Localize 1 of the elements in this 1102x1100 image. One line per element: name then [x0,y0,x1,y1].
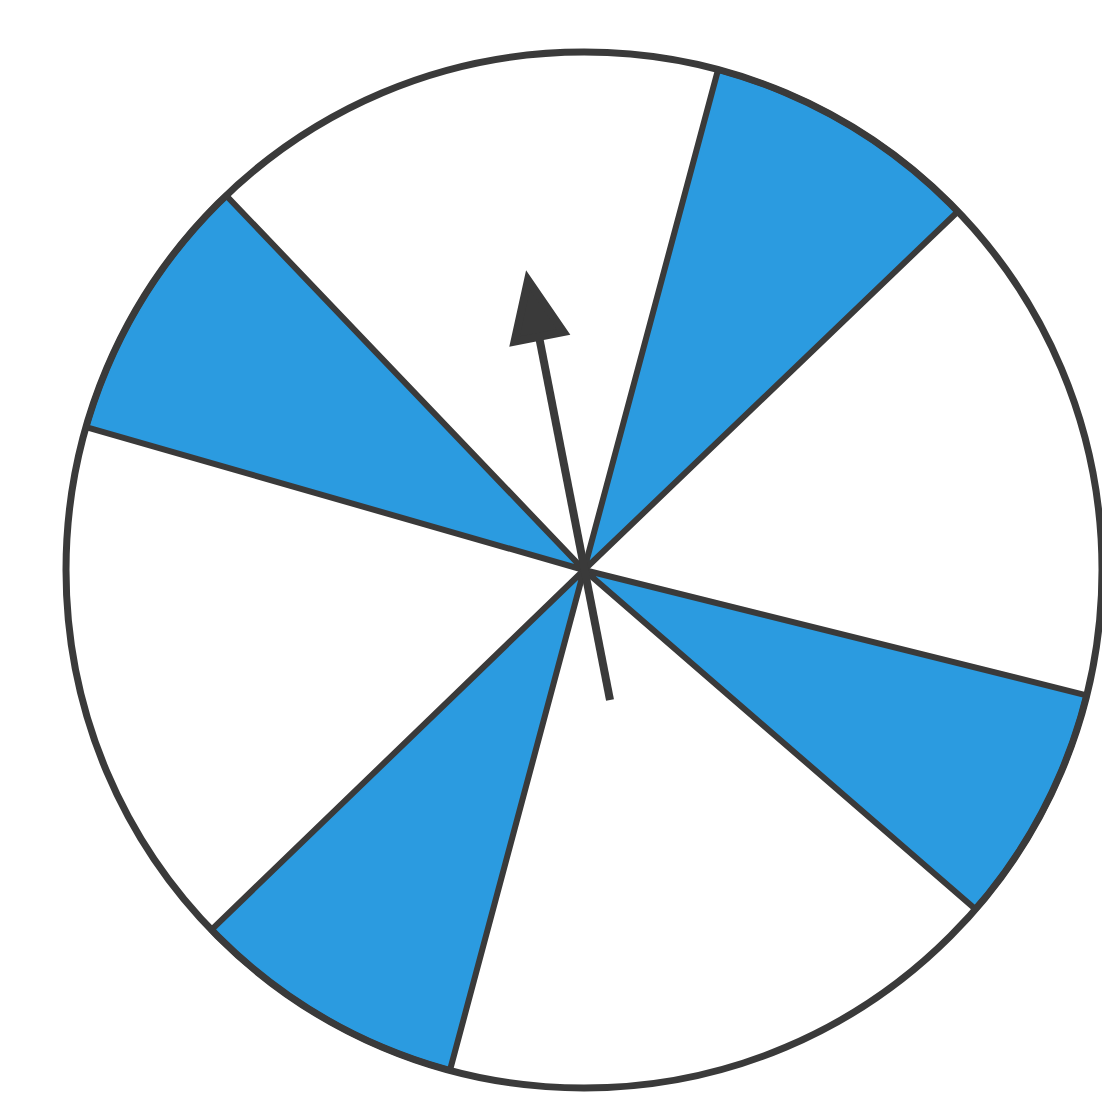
spinner-drawing [62,48,1102,1092]
